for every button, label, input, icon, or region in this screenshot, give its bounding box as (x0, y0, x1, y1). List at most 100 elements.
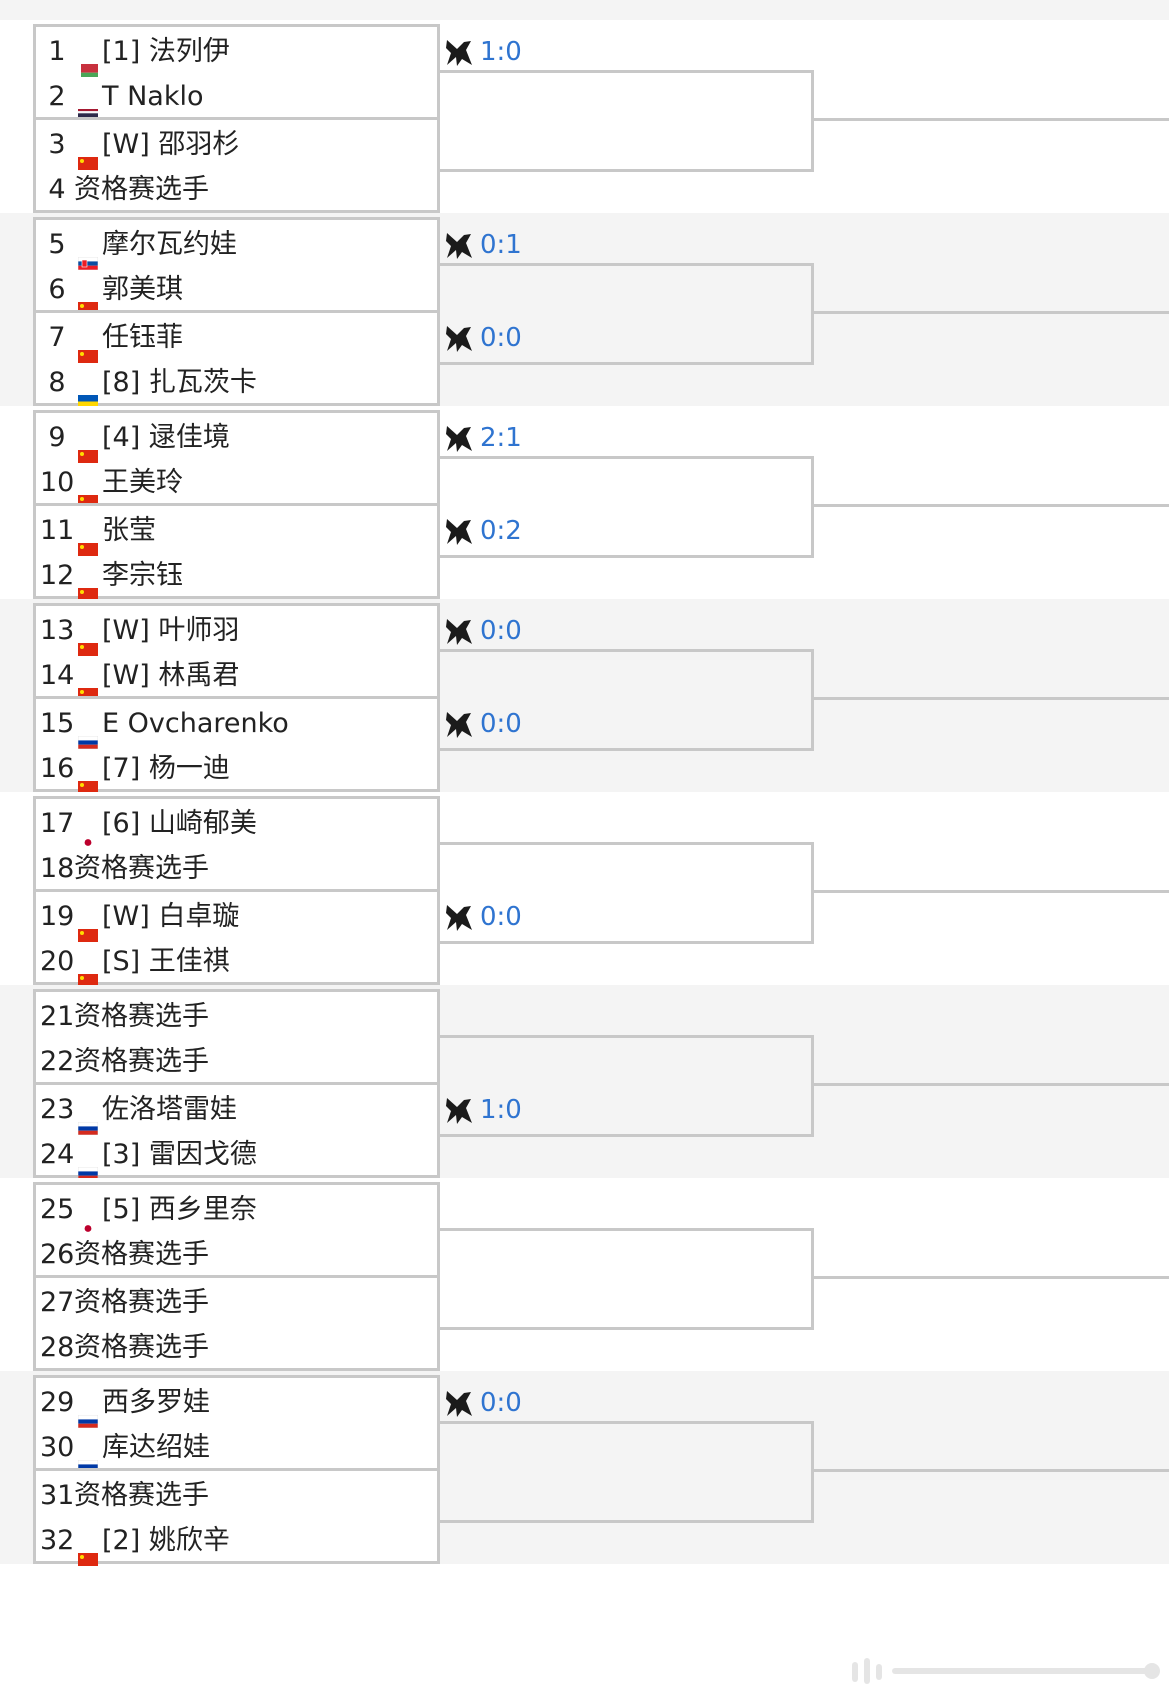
first-round-match[interactable]: 9[4] 逯佳境 10 王美玲 (33, 410, 440, 508)
japan-flag (78, 1202, 98, 1232)
player-slot[interactable]: 8[8] 扎瓦茨卡 (36, 358, 437, 408)
live-score[interactable]: 2:1 (444, 421, 522, 455)
live-score[interactable]: 0:0 (444, 321, 522, 355)
racket-live-icon (446, 518, 472, 545)
score-text: 0:0 (480, 616, 522, 646)
player-slot[interactable]: 17 [6] 山崎郁美 (36, 799, 437, 846)
live-score[interactable]: 0:0 (444, 707, 522, 741)
live-score[interactable]: 0:0 (444, 614, 522, 648)
top-strip (0, 0, 1169, 20)
bracket-connector (814, 697, 1169, 700)
draw-position: 29 (40, 1387, 75, 1418)
player-name: [1] 法列伊 (102, 36, 230, 67)
second-round-slot (440, 1035, 814, 1137)
player-slot[interactable]: 13[W] 叶师羽 (36, 606, 437, 656)
player-slot[interactable]: 25[5] 西乡里奈 (36, 1185, 437, 1232)
player-name: [6] 山崎郁美 (102, 808, 257, 839)
live-score[interactable]: 0:0 (444, 900, 522, 934)
racket-live-icon (446, 232, 472, 259)
draw-position: 17 (40, 808, 75, 839)
racket-live-icon (446, 711, 472, 738)
player-slot[interactable]: 19[W] 白卓璇 (36, 892, 437, 942)
player-name: 资格赛选手 (74, 1046, 209, 1077)
player-slot[interactable]: 9[4] 逯佳境 (36, 413, 437, 463)
belarus-flag (78, 44, 98, 77)
draw-position: 18 (40, 853, 75, 884)
player-slot[interactable]: 32[2] 姚欣辛 (36, 1516, 437, 1566)
china-flag (78, 568, 98, 601)
player-name: E Ovcharenko (102, 708, 289, 739)
score-text: 0:2 (480, 516, 522, 546)
live-score[interactable]: 0:1 (444, 228, 522, 262)
score-text: 2:1 (480, 423, 522, 453)
player-slot[interactable]: 20[S] 王佳祺 (36, 937, 437, 987)
second-round-slot (440, 1421, 814, 1523)
draw-position: 20 (40, 946, 75, 977)
china-flag (78, 623, 98, 656)
player-name: 资格赛选手 (74, 1332, 209, 1363)
player-slot[interactable]: 14[W] 林禹君 (36, 651, 437, 701)
draw-position: 7 (48, 322, 66, 353)
china-flag (78, 330, 98, 363)
live-score[interactable]: 0:0 (444, 1386, 522, 1420)
player-slot[interactable]: 3[W] 邵羽杉 (36, 120, 437, 170)
china-flag (78, 1533, 98, 1566)
draw-position: 2 (48, 81, 66, 112)
draw-position: 10 (40, 467, 75, 498)
player-name: 郭美琪 (102, 274, 183, 305)
draw-position: 24 (40, 1139, 75, 1170)
player-name: 王美玲 (102, 467, 183, 498)
second-round-slot (440, 263, 814, 365)
draw-position: 9 (48, 422, 66, 453)
player-slot[interactable]: 16[7] 杨一迪 (36, 744, 437, 794)
draw-position: 32 (40, 1525, 75, 1556)
racket-live-icon (446, 618, 472, 645)
live-score[interactable]: 1:0 (444, 35, 522, 69)
bracket-connector (814, 118, 1169, 121)
live-score[interactable]: 0:2 (444, 514, 522, 548)
player-slot[interactable]: 10 王美玲 (36, 458, 437, 508)
player-name: [W] 林禹君 (102, 660, 240, 691)
player-name: 资格赛选手 (74, 1480, 209, 1511)
player-slot[interactable]: 1[1] 法列伊 (36, 27, 437, 77)
live-score[interactable]: 1:0 (444, 1093, 522, 1127)
draw-position: 27 (40, 1287, 75, 1318)
player-name: [5] 西乡里奈 (102, 1194, 257, 1225)
player-slot[interactable]: 24[3] 雷因戈德 (36, 1130, 437, 1181)
racket-live-icon (446, 1097, 472, 1124)
china-flag (78, 475, 98, 508)
